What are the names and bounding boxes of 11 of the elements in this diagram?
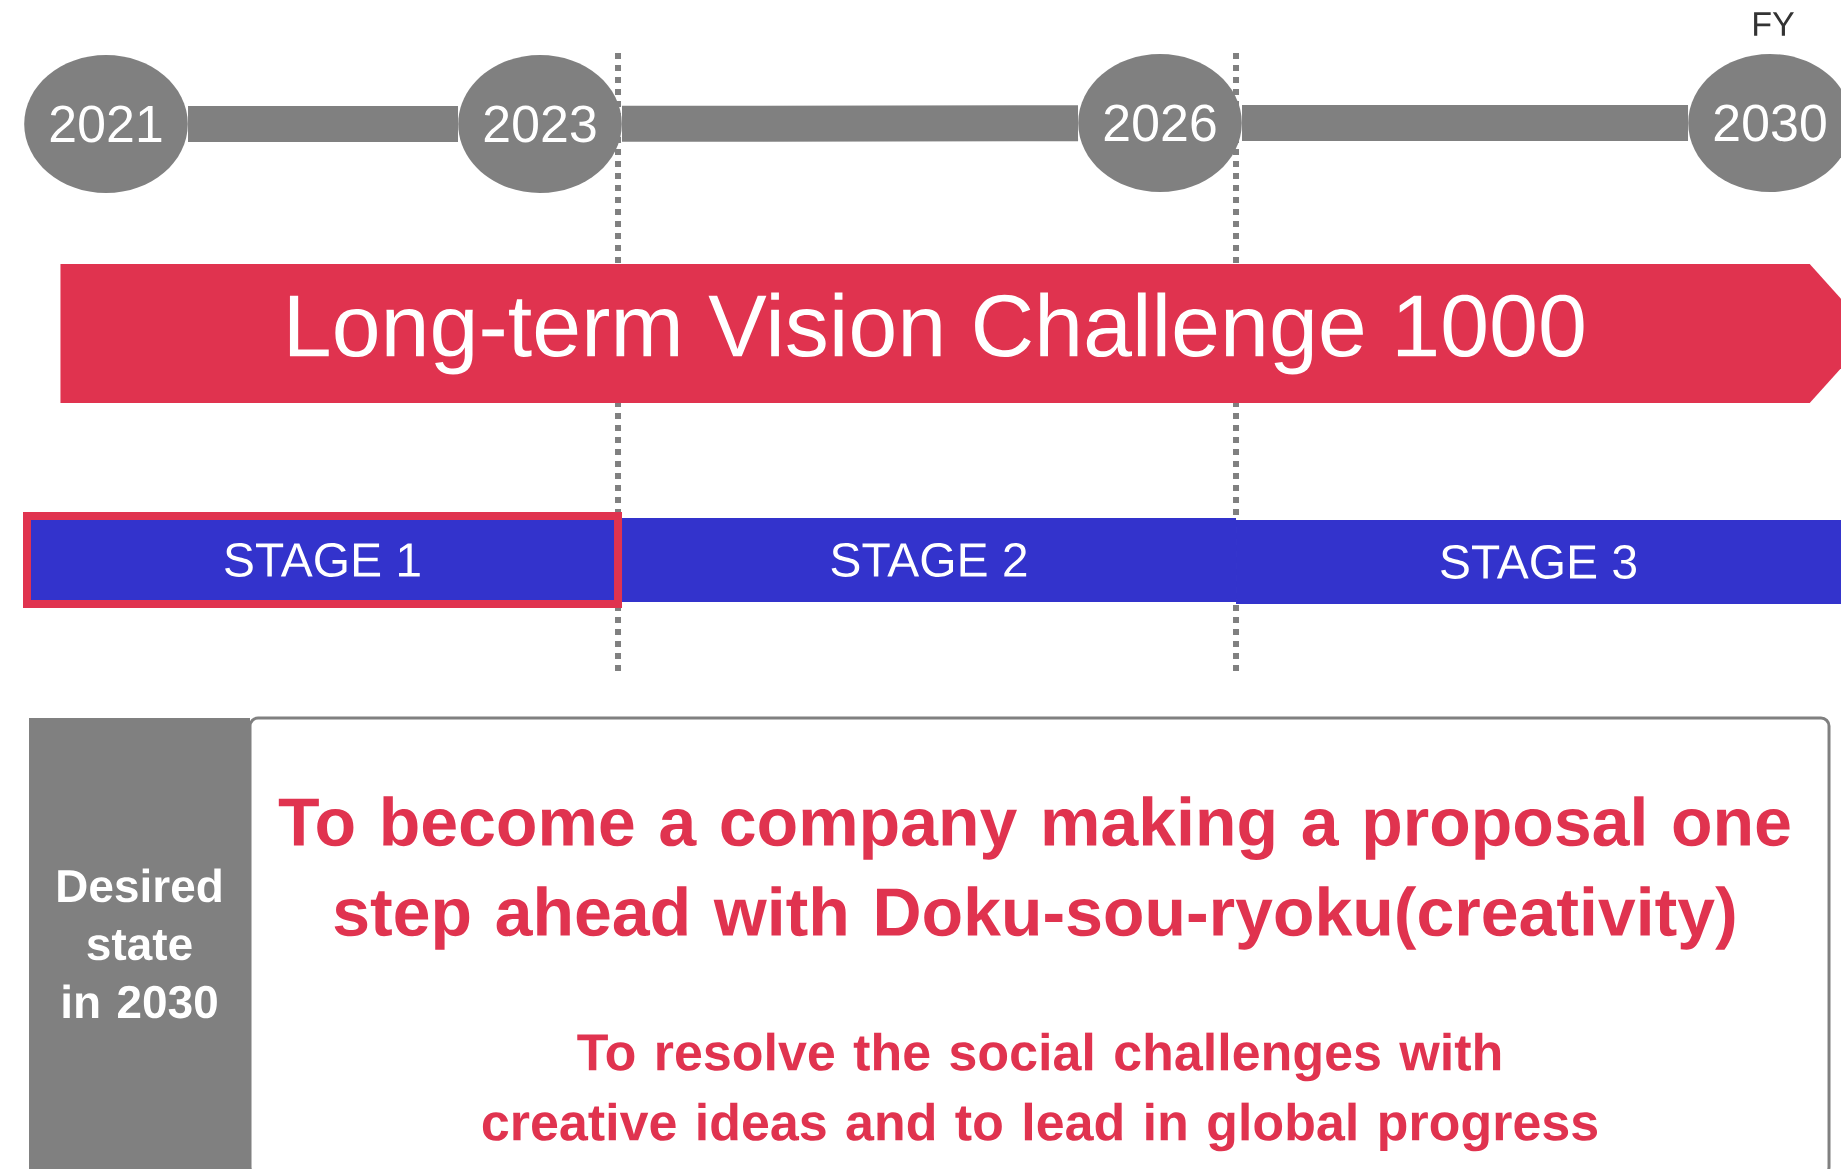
node-label: STAGE 2	[831, 543, 1027, 577]
timeline-bar	[1242, 105, 1688, 141]
stage-bar: STAGE 2	[622, 518, 1236, 602]
arrow-band: Long-term Vision Challenge 1000	[60, 264, 1841, 403]
node-label: STAGE 3	[1441, 545, 1636, 579]
label-panel: Desired state in 2030	[29, 718, 250, 1169]
statement-box: To become a company making a proposal one step ahead with Doku-sou-ryoku(creativity) To resolve the social challenges with creative ideas and to lead in global progress	[248, 716, 1831, 1169]
stage-bar: STAGE 1	[23, 512, 622, 608]
stage-bar: STAGE 3	[1236, 520, 1841, 604]
timeline-bar	[621, 105, 1078, 142]
timeline-bar	[188, 106, 458, 142]
